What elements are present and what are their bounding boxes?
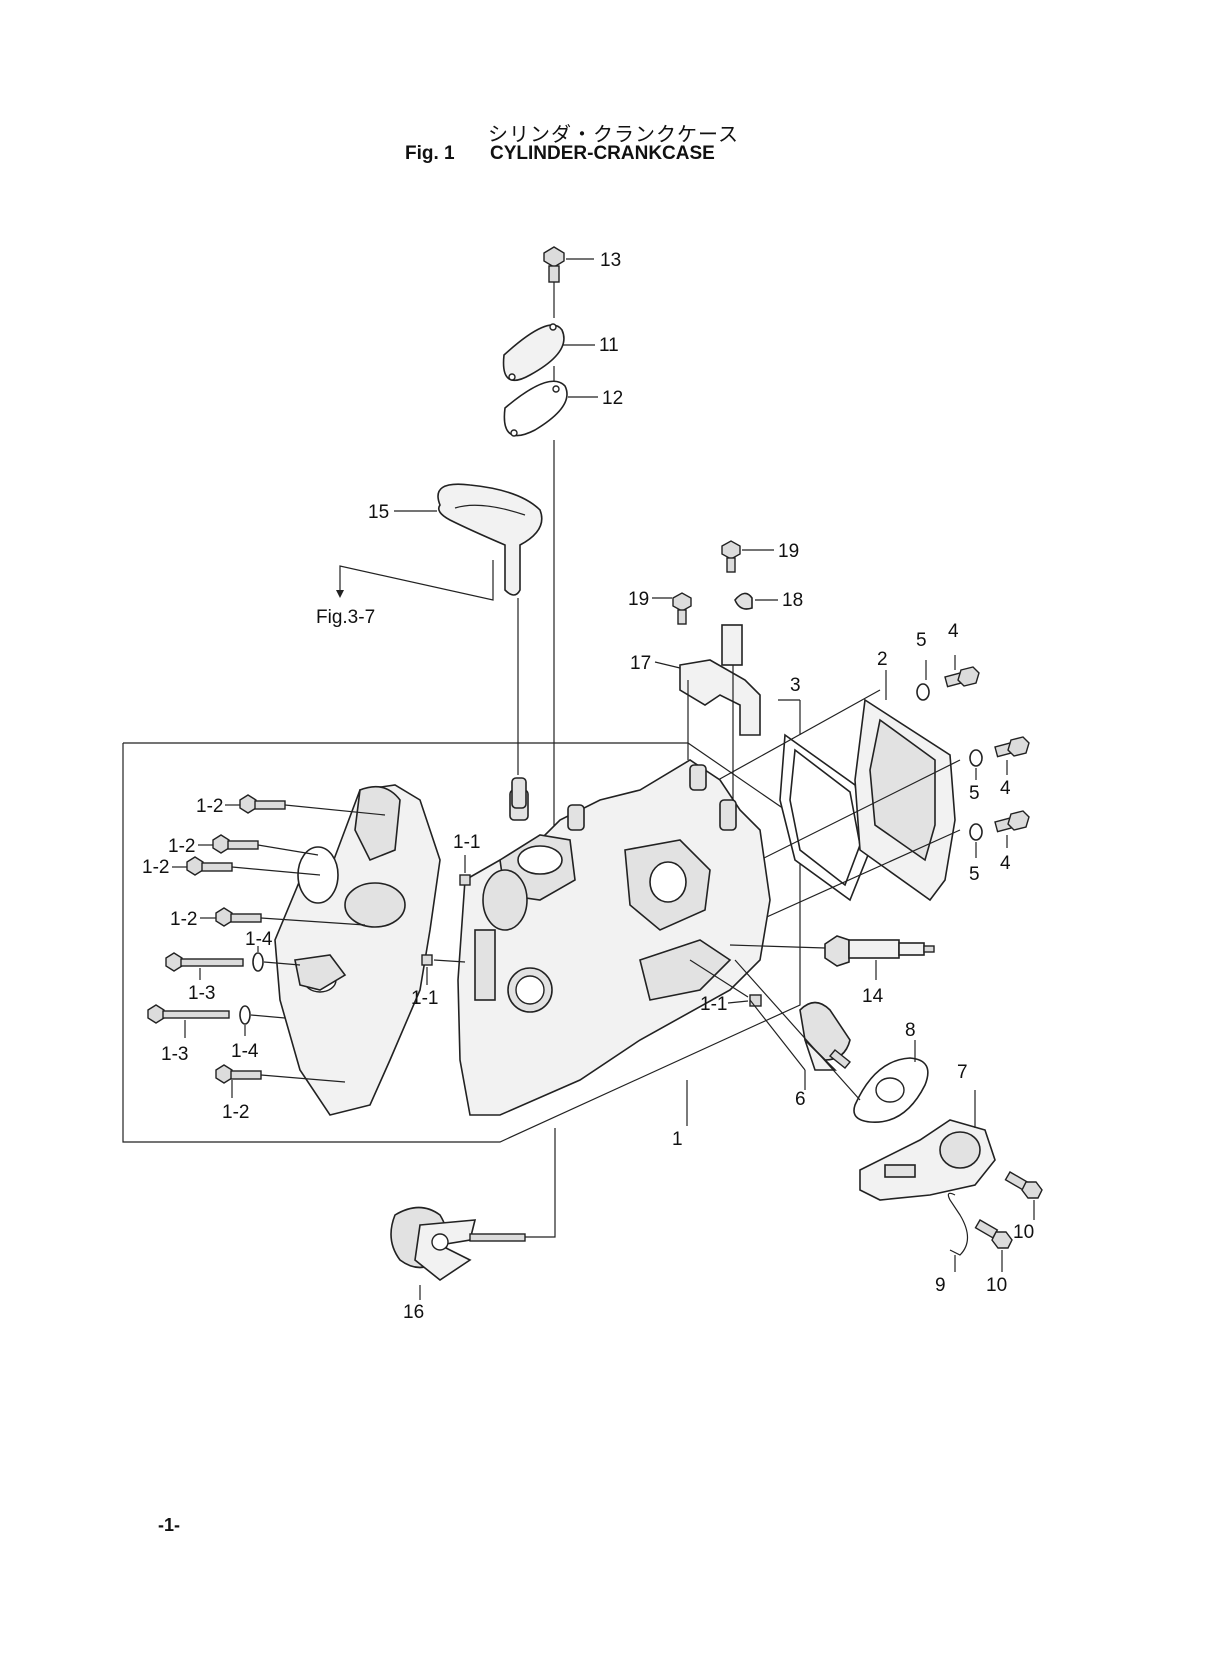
bolt-19-upper-shape	[721, 540, 741, 573]
callout-1-2-b: 1-2	[168, 836, 195, 857]
callout-13: 13	[600, 250, 621, 271]
thermostat-6-shape	[799, 1001, 851, 1071]
gasket-12-shape	[503, 380, 568, 437]
callout-17: 17	[630, 653, 651, 674]
callout-15: 15	[368, 502, 389, 523]
callout-19-lower: 19	[628, 589, 649, 610]
washer-1-4-a-shape	[252, 952, 264, 972]
callout-12: 12	[602, 388, 623, 409]
bolt-13-shape	[543, 246, 565, 283]
cover-plate-11-shape	[502, 324, 565, 381]
washer-1-4-b-shape	[239, 1005, 251, 1025]
callout-5-top: 5	[916, 630, 927, 651]
dowel-1-1-c-shape	[749, 994, 762, 1007]
bolt-1-3-a-shape	[165, 952, 244, 972]
bolt-1-2-a-shape	[239, 794, 286, 814]
callout-1-2-d: 1-2	[170, 909, 197, 930]
figure-number: Fig. 1	[405, 143, 455, 164]
callout-19-upper: 19	[778, 541, 799, 562]
washer-5-top-shape	[916, 683, 930, 701]
bolt-1-2-c-shape	[186, 856, 233, 876]
callout-9: 9	[935, 1275, 946, 1296]
callout-5-mid: 5	[969, 783, 980, 804]
callout-4-bottom: 4	[1000, 853, 1011, 874]
callout-11: 11	[599, 335, 619, 356]
bracket-17-shape	[679, 659, 761, 736]
callout-1-2-a: 1-2	[196, 796, 223, 817]
bolt-1-2-b-shape	[212, 834, 259, 854]
bolt-4-mid-shape	[994, 736, 1030, 758]
bolt-10-b-shape	[974, 1219, 1013, 1249]
callout-5-bottom: 5	[969, 864, 980, 885]
callout-1-1-b: 1-1	[411, 988, 438, 1009]
callout-10-b: 10	[986, 1275, 1007, 1296]
spark-plug-14-shape	[824, 935, 935, 967]
washer-5-mid-shape	[969, 749, 983, 767]
callout-8: 8	[905, 1020, 916, 1041]
callout-4-mid: 4	[1000, 778, 1011, 799]
bolt-19-lower-shape	[672, 592, 692, 625]
callout-1-3-b: 1-3	[161, 1044, 188, 1065]
callout-1-3-a: 1-3	[188, 983, 215, 1004]
hose-15-shape	[437, 483, 543, 596]
bolt-1-3-b-shape	[147, 1004, 230, 1024]
bolt-4-top-shape	[944, 666, 980, 688]
hose-nipple-shape	[511, 777, 527, 809]
callout-2: 2	[877, 649, 888, 670]
callout-1-2-e: 1-2	[222, 1102, 249, 1123]
callout-1: 1	[672, 1129, 683, 1150]
bolt-1-2-e-shape	[215, 1064, 262, 1084]
callout-16: 16	[403, 1302, 424, 1323]
callout-3: 3	[790, 675, 801, 696]
bolt-10-a-shape	[1004, 1171, 1043, 1199]
callout-1-2-c: 1-2	[142, 857, 169, 878]
hook-9-shape	[947, 1192, 969, 1256]
clip-18-shape	[734, 592, 753, 610]
callout-4-top: 4	[948, 621, 959, 642]
callout-1-4-b: 1-4	[231, 1041, 259, 1062]
dowel-1-1-b-shape	[421, 954, 433, 966]
bolt-1-2-d-shape	[215, 907, 262, 927]
callout-18: 18	[782, 590, 803, 611]
pump-impeller-16-shape	[390, 1206, 526, 1281]
washer-5-bottom-shape	[969, 823, 983, 841]
callout-14: 14	[862, 986, 884, 1007]
callout-7: 7	[957, 1062, 968, 1083]
title-japanese: シリンダ・クランクケース	[488, 122, 739, 146]
page-number: -1-	[158, 1515, 180, 1535]
callout-1-1-a: 1-1	[453, 832, 480, 853]
callout-1-1-c: 1-1	[700, 994, 727, 1015]
reference-fig-3-7: Fig.3-7	[316, 607, 375, 628]
callout-1-4-a: 1-4	[245, 929, 273, 950]
title-english: CYLINDER-CRANKCASE	[490, 143, 715, 164]
bolt-4-bottom-shape	[994, 810, 1030, 833]
dowel-1-1-a-shape	[459, 874, 471, 886]
callout-6: 6	[795, 1089, 806, 1110]
callout-10-a: 10	[1013, 1222, 1034, 1243]
